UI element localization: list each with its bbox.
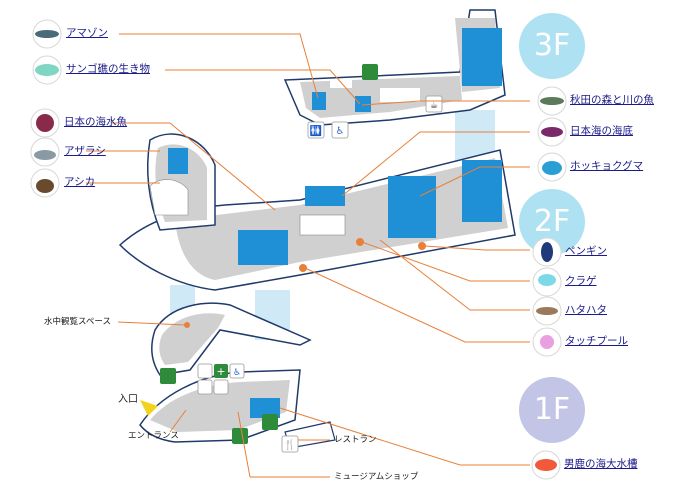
accessible-icon-3f bbox=[331, 121, 349, 139]
exhibit-link-japanese-saltwater-fish[interactable]: 日本の海水魚 bbox=[64, 116, 127, 128]
hatahata-fish-icon bbox=[532, 296, 562, 326]
accessible-icon-1f bbox=[229, 363, 245, 379]
restaurant-label: レストラン bbox=[334, 435, 377, 445]
svg-text:☕: ☕ bbox=[430, 101, 438, 111]
tank-3f-coral bbox=[355, 96, 371, 112]
floor-1f bbox=[139, 302, 336, 449]
coin-locker-icon-1f bbox=[213, 379, 229, 395]
floor-label-3f: 3F bbox=[533, 28, 571, 63]
sea-lion-icon bbox=[30, 168, 60, 198]
penguin-icon bbox=[532, 237, 562, 267]
elevator-icon-3f bbox=[362, 64, 378, 80]
tank-2f-mid bbox=[305, 186, 345, 206]
leader-lines bbox=[86, 33, 530, 478]
first-aid-icon-1f bbox=[214, 364, 228, 378]
tank-2f-right bbox=[462, 160, 502, 222]
exhibit-link-sea-lion[interactable]: アシカ bbox=[64, 176, 96, 188]
seabed-fish-icon bbox=[537, 117, 567, 147]
tank-3f-amazon bbox=[312, 92, 326, 110]
exhibit-link-polar-bear[interactable]: ホッキョクグマ bbox=[570, 160, 644, 172]
exhibit-link-penguin[interactable]: ペンギン bbox=[565, 245, 607, 257]
floor-badge-3f bbox=[519, 13, 585, 79]
jellyfish-icon bbox=[532, 267, 562, 297]
entrance-label: エントランス bbox=[128, 431, 179, 441]
svg-text:🍴: 🍴 bbox=[284, 438, 296, 451]
exhibit-link-seal[interactable]: アザラシ bbox=[64, 145, 106, 157]
big-tank-fish-icon bbox=[531, 450, 561, 480]
entrance-marker-label: 入口 bbox=[118, 394, 138, 405]
touch-pool-icon bbox=[532, 327, 562, 357]
japanese-saltwater-fish-icon bbox=[30, 108, 60, 138]
exhibit-link-amazon[interactable]: アマゾン bbox=[66, 27, 108, 39]
restaurant-icon-1f bbox=[281, 435, 299, 453]
restroom-icon-1f bbox=[197, 363, 213, 379]
tank-1f-big bbox=[250, 398, 280, 418]
exhibit-link-jellyfish[interactable]: クラゲ bbox=[565, 275, 597, 287]
cafe-icon-3f bbox=[425, 95, 443, 113]
tank-2f-left bbox=[238, 230, 288, 265]
elevator-icon-1f-b bbox=[232, 428, 248, 444]
exhibit-link-coral-reef[interactable]: サンゴ礁の生き物 bbox=[66, 63, 150, 75]
tank-2f-bear bbox=[388, 216, 436, 238]
entrance-arrow-icon bbox=[140, 400, 158, 416]
floor-badge-2f bbox=[519, 189, 585, 255]
pool-marker-jelly bbox=[356, 238, 364, 246]
floor-2f bbox=[118, 133, 516, 291]
nursery-icon-1f bbox=[197, 379, 213, 395]
svg-text:♿: ♿ bbox=[233, 368, 241, 378]
seal-icon bbox=[30, 137, 60, 167]
exhibit-link-akita-forest-river[interactable]: 秋田の森と川の魚 bbox=[570, 94, 654, 106]
floor-label-2f: 2F bbox=[533, 204, 571, 239]
tank-2f-fish bbox=[168, 148, 188, 174]
amazon-fish-icon bbox=[32, 19, 62, 49]
tank-2f-seabed bbox=[388, 176, 436, 218]
floor-3f bbox=[283, 9, 506, 126]
pool-marker-penguin bbox=[418, 242, 426, 250]
restroom-icon-3f bbox=[307, 121, 325, 139]
elevator-icon-1f-c bbox=[262, 414, 278, 430]
tank-3f-large bbox=[462, 28, 502, 86]
polar-bear-icon bbox=[537, 152, 567, 182]
floor-badge-1f bbox=[519, 377, 585, 443]
pool-marker-touch bbox=[299, 264, 307, 272]
exhibit-link-hatahata[interactable]: ハタハタ bbox=[565, 304, 607, 316]
river-fish-icon bbox=[537, 86, 567, 116]
exhibit-link-touch-pool[interactable]: タッチプール bbox=[565, 335, 628, 347]
coral-reef-fish-icon bbox=[32, 55, 62, 85]
svg-text:♿: ♿ bbox=[336, 126, 345, 137]
elevator-icon-1f bbox=[160, 368, 176, 384]
svg-text:+: + bbox=[216, 365, 225, 378]
exhibit-link-oga-big-tank[interactable]: 男鹿の海大水槽 bbox=[564, 458, 638, 470]
exhibit-link-sea-of-japan-seabed[interactable]: 日本海の海底 bbox=[570, 125, 633, 137]
floor-label-1f: 1F bbox=[533, 392, 571, 427]
svg-text:🚻: 🚻 bbox=[310, 124, 322, 137]
museum-shop-label: ミュージアムショップ bbox=[334, 472, 419, 482]
underwater-space-label: 水中観覧スペース bbox=[44, 317, 111, 327]
